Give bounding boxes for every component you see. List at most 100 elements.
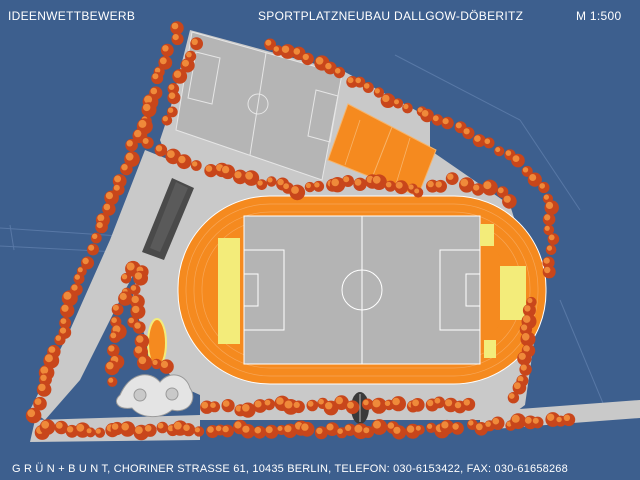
tree-highlight: [302, 53, 309, 61]
tree-highlight: [432, 115, 439, 122]
tree-highlight: [395, 181, 403, 189]
tree-highlight: [128, 317, 134, 324]
tree-highlight: [417, 107, 423, 113]
tree-highlight: [173, 70, 182, 78]
tree-highlight: [277, 426, 283, 431]
tree-highlight: [108, 377, 114, 383]
tree-highlight: [55, 422, 63, 429]
tree-highlight: [544, 214, 551, 221]
tree-highlight: [455, 122, 462, 129]
tree-highlight: [532, 417, 539, 424]
tree-highlight: [454, 401, 462, 409]
tree-highlight: [435, 181, 442, 188]
tree-highlight: [55, 335, 62, 341]
tree-highlight: [162, 116, 168, 122]
grandstand-building: [142, 178, 194, 260]
tree-highlight: [505, 150, 512, 156]
tree-highlight: [363, 399, 369, 406]
tree-highlight: [363, 427, 370, 434]
tree-highlight: [142, 138, 149, 144]
tree-highlight: [497, 187, 504, 194]
tree-highlight: [442, 118, 449, 125]
tree-highlight: [144, 95, 153, 104]
tree-highlight: [548, 234, 555, 241]
tree-highlight: [126, 262, 135, 271]
tree-highlight: [201, 401, 209, 409]
tree-highlight: [82, 257, 89, 265]
tree-highlight: [121, 274, 128, 280]
tree-highlight: [182, 59, 189, 67]
tree-highlight: [325, 402, 333, 410]
tree-highlight: [60, 318, 67, 324]
tree-highlight: [427, 399, 434, 407]
tree-highlight: [150, 87, 158, 95]
tree-highlight: [95, 428, 101, 434]
tree-highlight: [527, 297, 533, 304]
tree-highlight: [281, 45, 290, 53]
office-credit: G R Ü N + B U N T, CHORINER STRASSE 61, …: [12, 463, 568, 475]
tree-highlight: [160, 360, 169, 368]
tree-highlight: [522, 315, 531, 323]
tree-highlight: [134, 129, 142, 138]
tree-highlight: [112, 304, 119, 311]
tree-highlight: [544, 225, 550, 231]
tree-highlight: [159, 57, 167, 65]
tree-highlight: [355, 77, 362, 84]
tree-highlight: [63, 291, 72, 300]
tree-highlight: [167, 150, 175, 159]
tree-highlight: [372, 399, 381, 408]
tree-highlight: [171, 22, 179, 30]
tree-highlight: [108, 345, 115, 352]
tree-highlight: [463, 128, 470, 135]
tree-highlight: [485, 421, 491, 427]
tree-highlight: [473, 184, 480, 191]
tree-highlight: [523, 345, 530, 352]
tree-highlight: [119, 292, 127, 301]
tree-highlight: [205, 165, 213, 172]
tree-highlight: [544, 266, 551, 274]
tree-highlight: [44, 354, 53, 363]
tree-highlight: [40, 366, 49, 375]
tree-highlight: [27, 409, 36, 418]
tree-highlight: [546, 413, 555, 421]
tree-highlight: [38, 383, 46, 392]
tree-highlight: [264, 399, 271, 406]
tree-highlight: [441, 421, 449, 429]
tree-highlight: [283, 183, 289, 190]
tree-highlight: [130, 285, 137, 291]
tree-highlight: [191, 38, 198, 45]
tree-highlight: [222, 400, 230, 407]
tree-highlight: [267, 177, 273, 183]
tree-highlight: [307, 400, 314, 407]
tree-highlight: [392, 397, 400, 406]
tree-highlight: [382, 94, 390, 103]
tree-highlight: [394, 99, 399, 105]
tree-highlight: [178, 155, 186, 164]
project-title: SPORTPLATZNEUBAU DALLGOW-DÖBERITZ: [258, 9, 524, 23]
tree-highlight: [254, 426, 262, 434]
tree-highlight: [173, 421, 182, 430]
tree-highlight: [384, 400, 391, 406]
tree-highlight: [59, 327, 67, 334]
tree-highlight: [113, 184, 120, 191]
tree-highlight: [316, 427, 323, 435]
tree-highlight: [483, 181, 492, 190]
tree-highlight: [408, 184, 414, 190]
tree-highlight: [245, 171, 254, 180]
tree-highlight: [475, 423, 483, 431]
tree-highlight: [326, 423, 334, 431]
tree-highlight: [393, 426, 401, 434]
tree-highlight: [194, 427, 200, 433]
tree-highlight: [110, 332, 117, 339]
tree-highlight: [97, 214, 105, 222]
tree-highlight: [111, 423, 119, 430]
tree-highlight: [387, 422, 395, 429]
tree-highlight: [155, 145, 163, 152]
tree-highlight: [520, 364, 527, 371]
tree-highlight: [154, 67, 161, 74]
tree-highlight: [186, 51, 192, 58]
tree-highlight: [543, 194, 550, 200]
tree-highlight: [293, 48, 301, 55]
tree-highlight: [452, 423, 459, 430]
